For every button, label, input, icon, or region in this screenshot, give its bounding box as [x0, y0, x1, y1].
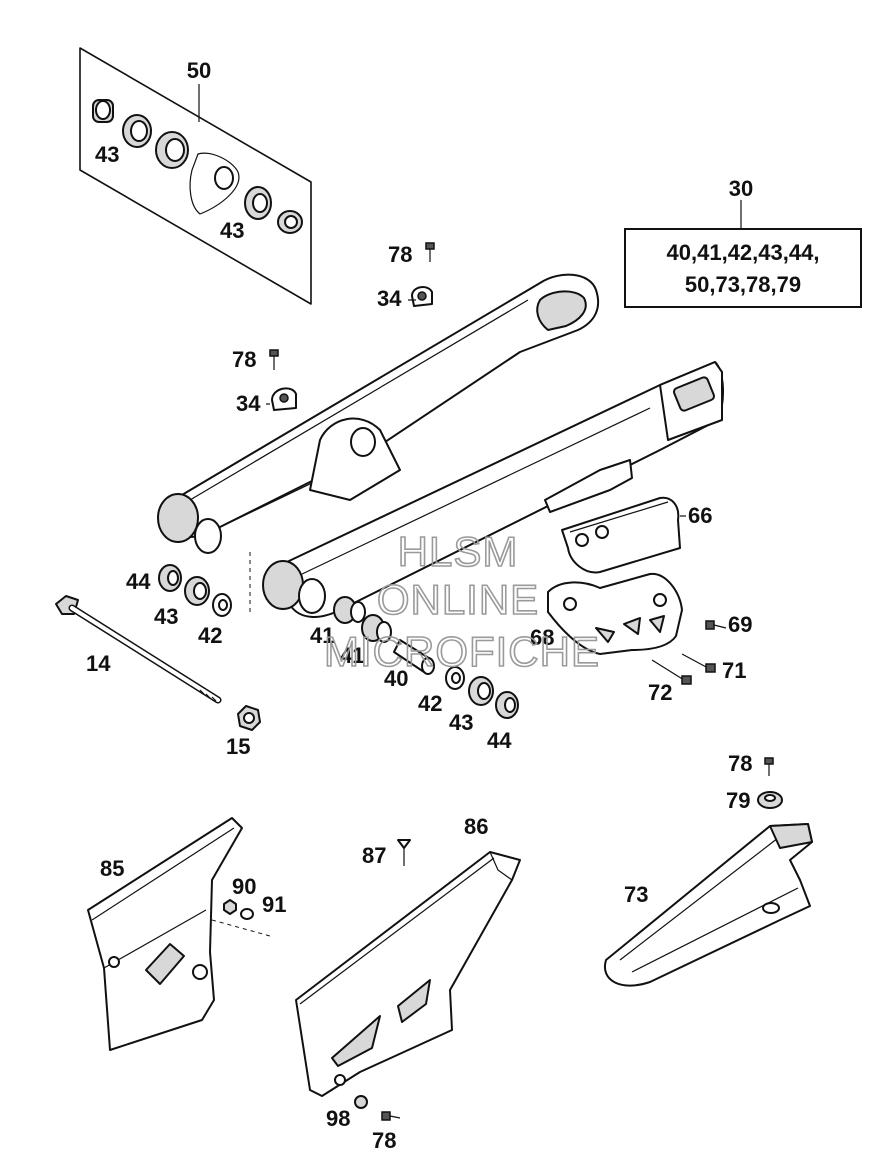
screw-72-icon: [651, 659, 692, 685]
label-73: 73: [624, 882, 648, 907]
clamp-lower-icon: [271, 387, 297, 411]
washer-42-left-icon: [212, 593, 232, 617]
watermark: HLSM ONLINE MICROFICHE: [323, 527, 600, 676]
kit-box-line-1: 40,41,42,43,44,: [667, 240, 820, 265]
watermark-line-3: MICROFICHE: [324, 628, 600, 675]
bush-41-b-icon: [361, 614, 392, 643]
kit-box-line-2: 50,73,78,79: [685, 272, 801, 297]
label-40: 40: [384, 666, 408, 691]
label-15: 15: [226, 734, 250, 759]
watermark-line-2: ONLINE: [377, 576, 539, 623]
clamp-upper-icon: [411, 286, 433, 307]
pivot-tube-lower: [262, 560, 326, 614]
kit-pivot-lug-icon: [189, 152, 240, 215]
kit-bearing-icon: [122, 114, 152, 148]
chain-guide-68: [547, 572, 683, 655]
label-44-right: 44: [487, 728, 512, 753]
label-34-b: 34: [236, 391, 261, 416]
label-86: 86: [464, 814, 488, 839]
label-78-c: 78: [728, 751, 752, 776]
axle-nut-icon: [237, 705, 261, 731]
label-66: 66: [688, 503, 712, 528]
kit-bushing-icon: [92, 99, 114, 123]
label-91: 91: [262, 892, 286, 917]
label-43-right: 43: [449, 710, 473, 735]
label-43-kit-top: 43: [95, 142, 119, 167]
bearing-43-left-icon: [184, 576, 210, 606]
label-87: 87: [362, 843, 386, 868]
nut-98-icon: [354, 1095, 368, 1109]
label-14: 14: [86, 651, 111, 676]
chain-slider-block-66: [561, 496, 681, 574]
label-71: 71: [722, 658, 746, 683]
bolt-lower-icon: [269, 349, 279, 370]
washer-79-icon: [757, 791, 783, 809]
label-68: 68: [530, 625, 554, 650]
seal-44-left-icon: [158, 564, 182, 592]
bush-41-a-icon: [333, 596, 366, 624]
label-78-b: 78: [232, 347, 256, 372]
label-72: 72: [648, 680, 672, 705]
bolt-78-slider-icon: [764, 757, 774, 776]
swingarm: [157, 273, 724, 618]
label-42-left: 42: [198, 623, 222, 648]
bolt-78-guard-icon: [381, 1111, 401, 1121]
washer-42-right-icon: [445, 666, 465, 690]
chain-guard-85: [87, 817, 243, 1051]
kit-cap-icon: [277, 210, 303, 234]
label-69: 69: [728, 612, 752, 637]
chain-guard-86: [295, 851, 521, 1097]
label-50: 50: [187, 58, 211, 83]
screw-71-icon: [681, 653, 716, 673]
leader-lines: [266, 299, 686, 517]
swingarm-kit-box: [624, 200, 862, 308]
label-78-d: 78: [372, 1128, 396, 1153]
screw-69-icon: [705, 620, 727, 630]
kit-sleeve-icon: [155, 131, 189, 169]
rivet-87-icon: [397, 839, 411, 866]
label-34-a: 34: [377, 286, 402, 311]
chain-slider-73: [603, 823, 813, 987]
label-43-kit-bottom: 43: [220, 218, 244, 243]
pivot-tube-upper: [157, 493, 222, 554]
label-44-left: 44: [126, 569, 151, 594]
watermark-line-1: HLSM: [398, 528, 519, 575]
part-labels: 50 43 43 30 40,41,42,43,44, 50,73,78,79 …: [86, 58, 819, 1153]
kit-seal-icon: [244, 186, 272, 220]
seal-44-right-icon: [495, 691, 519, 719]
label-85: 85: [100, 856, 124, 881]
label-90: 90: [232, 874, 256, 899]
label-43-left: 43: [154, 604, 178, 629]
label-41-b: 41: [340, 643, 364, 668]
label-41-a: 41: [310, 623, 334, 648]
swingarm-axle-icon: [55, 595, 222, 704]
bearing-43-right-icon: [468, 676, 494, 706]
label-42-right: 42: [418, 691, 442, 716]
label-78-a: 78: [388, 242, 412, 267]
bearing-kit-panel: [79, 47, 312, 305]
nut-90-icon: [223, 899, 237, 915]
label-30: 30: [729, 176, 753, 201]
label-98: 98: [326, 1106, 350, 1131]
sleeve-40-icon: [393, 639, 435, 675]
label-79: 79: [726, 788, 750, 813]
bolt-upper-icon: [425, 242, 435, 262]
washer-91-icon: [240, 908, 254, 920]
